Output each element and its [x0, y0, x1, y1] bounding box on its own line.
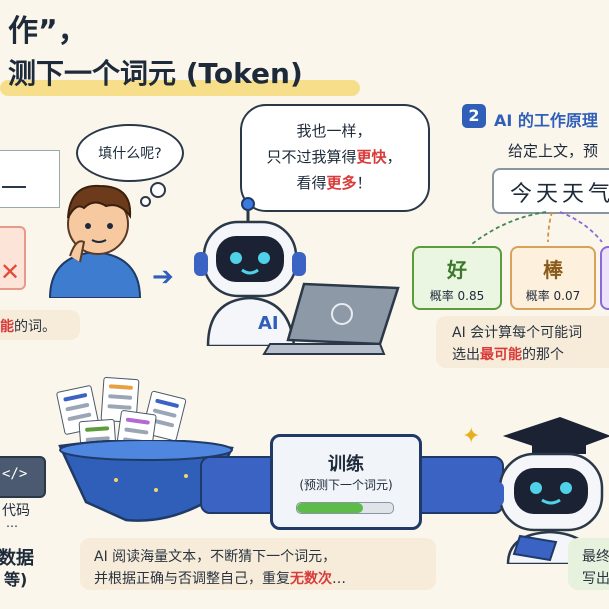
title-line-1: 作”，: [8, 14, 88, 49]
data-etc-label: 等): [4, 570, 28, 589]
thought-dot: [150, 182, 166, 198]
section2-note: [436, 316, 609, 368]
section2-number: 2: [468, 106, 480, 125]
candidate-card-3: [600, 246, 609, 310]
speech-line-3-prefix: 看得: [296, 174, 327, 192]
training-note-line-2-prefix: 并根据正确与否调整自己，重复: [94, 571, 290, 587]
section2-number-badge: 2: [462, 104, 486, 128]
context-text: 今天天气: [510, 182, 609, 207]
candidate-word-1: 好: [447, 258, 467, 282]
speech-line-1: 我也一样，: [296, 122, 372, 140]
human-thought-bubble: 填什么呢?: [76, 124, 184, 182]
final-note: [568, 538, 609, 590]
training-label: 训练: [328, 454, 364, 475]
code-icon: </>: [2, 466, 28, 482]
candidate-card-1: 好 概率 0.85: [412, 246, 502, 310]
wrong-card: [0, 226, 26, 290]
title-highlight: [0, 80, 360, 96]
code-card: [0, 456, 46, 498]
training-progress-fill: [297, 503, 363, 513]
arrow-right-icon: ➔: [152, 262, 174, 292]
training-note: [80, 538, 436, 590]
data-label: 数据: [0, 548, 34, 569]
section2-note-line-1: AI 会计算每个可能词: [452, 325, 583, 341]
robot-speech-bubble: [240, 104, 430, 212]
wrong-x-icon: ✕: [0, 258, 21, 286]
thought-dot-small: [140, 196, 151, 207]
candidate-prob-2: 概率 0.07: [525, 289, 581, 303]
fill-grid: [0, 150, 60, 208]
final-note-line-1: 最终: [582, 549, 609, 565]
candidate-word-2: 棒: [543, 258, 563, 282]
human-figure: [48, 184, 142, 298]
training-note-line-2-suffix: …: [332, 571, 346, 587]
training-note-line-2: 并根据正确与否调整自己，重复无数次…: [94, 568, 346, 588]
candidate-card-2: 棒 概率 0.07: [510, 246, 596, 310]
robot-speech-text: 我也一样， 只不过我算得更快， 看得更多！: [246, 118, 422, 196]
speech-line-3: 看得更多！: [246, 170, 422, 196]
training-sublabel: (预测下一个词元): [299, 478, 393, 492]
code-label: 代码: [2, 503, 30, 519]
left-answer-note: [0, 310, 80, 340]
section2-note-line-2-suffix: 的那个: [522, 347, 564, 363]
title-line-2: 测下一个词元 (Token): [8, 57, 303, 90]
candidate-prob-1: 概率 0.85: [429, 289, 485, 303]
training-note-line-1: AI 阅读海量文本，不断猜下一个词元，: [94, 549, 337, 565]
graduate-robot-figure: [490, 416, 609, 564]
training-note-line-2-highlight: 无数次: [290, 571, 332, 587]
candidate-arrows: [471, 211, 603, 245]
speech-line-2-highlight: 更快: [356, 148, 387, 166]
speech-line-2-suffix: ，: [386, 148, 402, 166]
section2-subheading: 给定上文，预: [508, 142, 599, 160]
training-panel: [270, 434, 422, 530]
robot-chest-label: AI: [258, 313, 279, 334]
data-funnel: [58, 440, 234, 522]
code-dots: …: [6, 516, 18, 530]
blank-line: [2, 186, 26, 188]
left-answer-label: 能的词。: [0, 319, 56, 335]
sparkle-icon: ✦: [462, 424, 481, 449]
section2-note-line-2-prefix: 选出: [452, 347, 480, 363]
laptop-icon: [262, 282, 400, 355]
speech-line-3-suffix: ！: [356, 174, 372, 192]
robot-figure: [194, 197, 306, 346]
speech-line-2: 只不过我算得更快，: [246, 144, 422, 170]
left-answer-text: 的词。: [14, 319, 56, 335]
section2-note-line-2-highlight: 最可能: [480, 347, 522, 363]
speech-line-2-prefix: 只不过我算得: [266, 148, 357, 166]
context-box: [492, 168, 609, 214]
section2-note-line-2: 选出最可能的那个: [452, 344, 564, 364]
speech-line-3-highlight: 更多: [326, 174, 357, 192]
final-note-line-2: 写出: [582, 571, 609, 587]
section2-heading: AI 的工作原理: [494, 111, 598, 130]
human-thought-text: 填什么呢?: [98, 146, 162, 162]
